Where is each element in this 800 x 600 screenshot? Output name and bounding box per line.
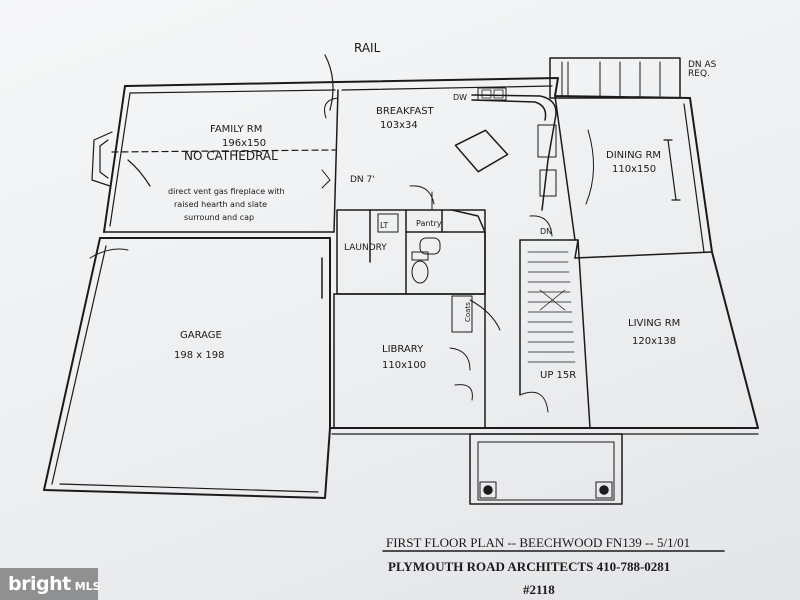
plan-title: FIRST FLOOR PLAN -- BEECHWOOD FN139 -- 5… [386, 535, 690, 550]
watermark-brand: bright [8, 573, 71, 595]
dn-as-req-label-2: REQ. [688, 69, 710, 79]
architect-line: PLYMOUTH ROAD ARCHITECTS 410-788-0281 [388, 559, 670, 574]
laundry-name: LAUNDRY [344, 243, 387, 253]
pantry-label: Pantry [416, 219, 442, 228]
garage-size: 198 x 198 [174, 350, 224, 361]
interior-walls [103, 87, 713, 429]
family-room-size: 196x150 [222, 138, 266, 149]
bright-mls-watermark: bright MLS [0, 568, 101, 600]
library-size: 110x100 [382, 360, 426, 371]
garage-name: GARAGE [180, 330, 222, 341]
fireplace [91, 131, 336, 187]
dining-room-name: DINING RM [606, 150, 661, 161]
breakfast-size: 103x34 [380, 120, 418, 131]
dw-label: DW [453, 93, 467, 102]
breakfast-name: BREAKFAST [376, 106, 435, 117]
up-15r-label: UP 15R [540, 370, 576, 381]
no-cathedral-label: NO CATHEDRAL [184, 149, 278, 163]
coats-label: Coats [464, 302, 472, 322]
dining-window-mark [663, 139, 681, 201]
fireplace-note-2: raised hearth and slate [174, 200, 267, 209]
dn-7-label: DN 7' [350, 175, 375, 185]
dn-label: DN [540, 227, 552, 236]
fireplace-note-3: surround and cap [184, 213, 254, 222]
lt-label: LT [380, 221, 388, 230]
rail-label: RAIL [354, 41, 381, 55]
door-swings [89, 54, 595, 413]
dining-room-size: 110x150 [612, 164, 656, 175]
dn-as-req-label-1: DN AS [688, 60, 717, 70]
watermark-suffix: MLS [74, 579, 101, 593]
front-porch [469, 433, 623, 505]
library-name: LIBRARY [382, 344, 424, 355]
living-room-size: 120x138 [632, 336, 676, 347]
plan-number: #2118 [523, 582, 555, 597]
living-room-name: LIVING RM [628, 318, 680, 329]
family-room-name: FAMILY RM [210, 124, 262, 135]
fireplace-note-1: direct vent gas fireplace with [168, 187, 285, 196]
